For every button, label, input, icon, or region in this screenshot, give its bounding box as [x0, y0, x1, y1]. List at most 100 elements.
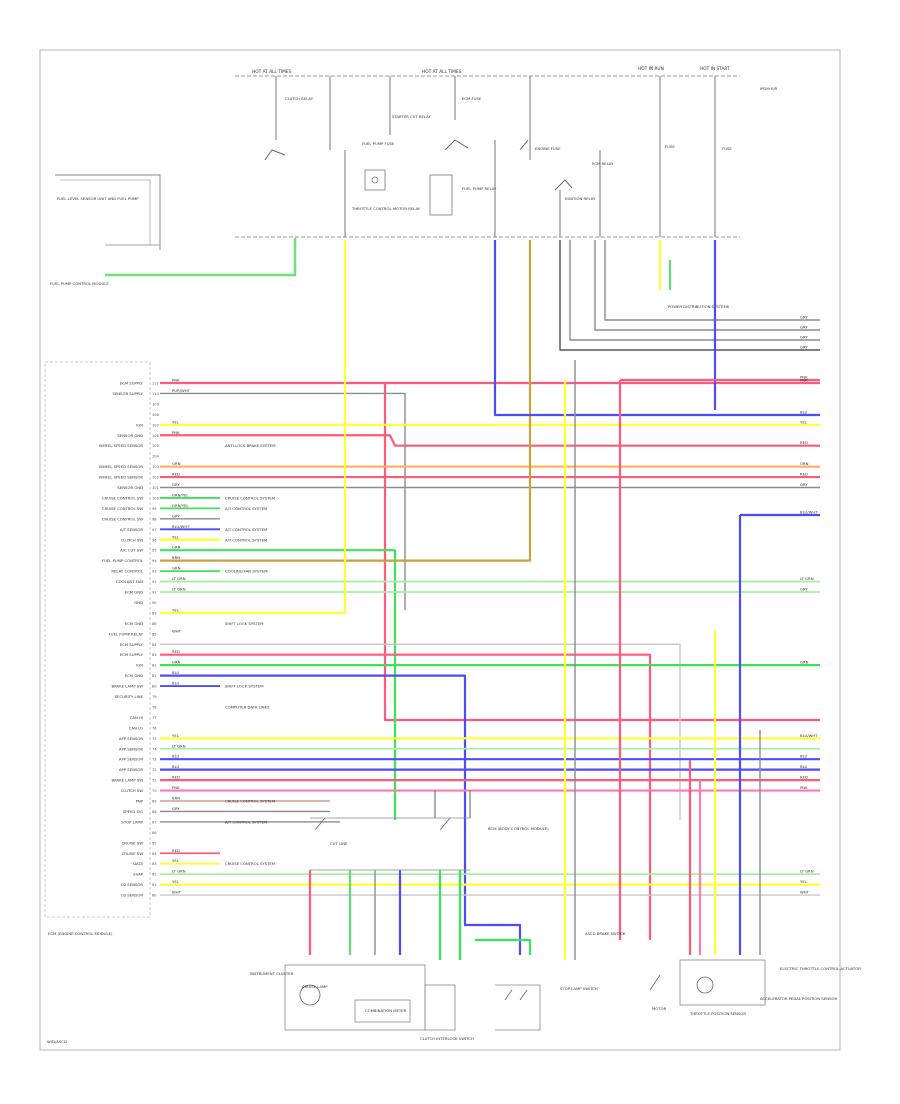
ecm-pin-label: WHEEL SPEED SENSOR	[99, 464, 143, 469]
ecm-pin-label: O2 SENSOR	[121, 893, 144, 898]
ecm-pin-number: 104	[152, 455, 160, 459]
wire-color-label-right: LT GRN	[800, 869, 814, 874]
fuel-sensor-label: FUEL LEVEL SENSOR UNIT AND FUEL PUMP	[57, 196, 139, 201]
instrument-cluster-label: INSTRUMENT CLUSTER	[250, 971, 294, 976]
ecm-pin-label: BRAKE LAMP SW	[111, 684, 143, 689]
wire-fuel-pump-green	[105, 238, 297, 277]
tps-label: THROTTLE POSITION SENSOR	[689, 1011, 746, 1016]
wire-gray-top-4	[604, 240, 820, 321]
fuel-relay-label: FUEL PUMP RELAY	[462, 186, 497, 191]
ecm-pin: 109	[152, 402, 160, 406]
wire-color-label: RED	[172, 775, 180, 780]
ecm-pin-number: 92	[152, 580, 157, 584]
ecm-pin-label: APP SENSOR	[119, 767, 143, 772]
wire-color-label: BRN	[172, 555, 180, 560]
wire-red-1	[160, 381, 820, 722]
stop-switch-label: STOP LAMP SWITCH	[560, 986, 598, 991]
ecm-pin-number: 95	[152, 549, 157, 553]
fuse-d-label: FUSE	[665, 144, 675, 149]
wire-color-label-right: RED	[800, 440, 808, 445]
system-note: A/T CONTROL SYSTEM	[225, 506, 267, 511]
wire-color-label-right: GRY	[800, 315, 808, 320]
ecm-pin-number: 66	[152, 831, 157, 835]
bus2-label: HOT AT ALL TIMES	[422, 69, 462, 75]
ecm-pin-number: 93	[152, 570, 157, 574]
ecm-pin-number: 99	[152, 507, 157, 511]
ecm-pin-label: ECM GND	[125, 590, 143, 595]
wire-blue-top	[493, 240, 820, 417]
ecm-pin-number: 70	[152, 789, 157, 793]
clutch-relay-label: CLUTCH RELAY	[285, 96, 314, 101]
wire-color-label-right: YEL	[800, 419, 808, 424]
wire-color-label-right: RED	[800, 472, 808, 477]
ecm-pin-number: 97	[152, 528, 157, 532]
ecm-pin-number: 80	[152, 685, 157, 689]
ecm-pin-number: 79	[152, 695, 157, 699]
wire-color-label: YEL	[172, 879, 180, 884]
wire-yellow-3	[160, 240, 347, 615]
ecm-pin-label: ECM SUPPLY	[120, 642, 144, 647]
ecm-pin-label: SENSOR SUPPLY	[112, 391, 143, 396]
ecm-pin: 108	[152, 413, 160, 417]
system-note: CRUISE CONTROL SYSTEM	[225, 799, 275, 804]
wire-color-label-right: PNK	[800, 378, 808, 383]
wire-color-label-right: BLU/WHT	[800, 510, 818, 515]
ecm-pin-number: 111	[152, 382, 159, 386]
ecm-pin-number: 83	[152, 653, 157, 657]
ecm-pin-label: RELAY CONTROL	[111, 569, 143, 574]
ecm-pin-number: 105	[152, 444, 159, 448]
wire-color-label-right: ORN	[800, 461, 809, 466]
ecm-pin-number: 82	[152, 664, 157, 668]
ecm-pin-label: ECM GND	[125, 621, 143, 626]
wire-gray-4	[160, 643, 681, 820]
wire-color-label: GRY	[172, 513, 180, 518]
relay-box-1	[364, 169, 386, 191]
ipdm-right-label: IPDM E/R	[760, 86, 777, 91]
ecm-pin: 66	[152, 831, 157, 835]
ecm-pin-number: 64	[152, 852, 157, 856]
apps-label: ACCELERATOR PEDAL POSITION SENSOR	[760, 996, 837, 1001]
wire-color-label: LT GRN	[172, 743, 186, 748]
ecm-pin-number: 72	[152, 768, 157, 772]
ecm-pin-label: IGN	[136, 663, 143, 668]
wire-color-label: PUR/WHT	[172, 388, 191, 393]
ecm-pin-label: STOP LAMP	[121, 819, 143, 824]
ecm-pin-label: IGN	[136, 422, 143, 427]
throttle-actuator-label: ELECTRIC THROTTLE CONTROL ACTUATOR	[780, 966, 861, 971]
wire-color-label-right: PNK	[800, 785, 808, 790]
combo-meter-label: COMBINATION METER	[365, 1008, 407, 1013]
wire-color-label-right: GRN	[800, 660, 809, 665]
ecm-pin-number: 74	[152, 747, 157, 751]
ign-relay-label: IGNITION RELAY	[565, 196, 596, 201]
wire-color-label: LT GRN	[172, 869, 186, 874]
wire-color-label: BLU	[172, 764, 180, 769]
ecm-pin-label: PNP	[136, 799, 144, 804]
fuse-c-label: ENGINE FUSE	[535, 146, 561, 151]
wire-green-3	[160, 549, 397, 820]
ecm-pin-label: EVAP	[133, 872, 143, 877]
ecm-pin-label: FUEL PUMP RELAY	[109, 631, 144, 636]
ecm-pin-number: 91	[152, 591, 157, 595]
fuse-b-label: ECM FUSE	[462, 96, 482, 101]
wire-group: PNKPUR/WHTYELPNKORNREDGRYGRN/YELGRN/YELG…	[160, 240, 820, 960]
ecm-pin-label: A/C CUT SW	[120, 548, 143, 553]
wire-color-label-right: BLU	[800, 410, 808, 415]
wire-color-label-right: GRY	[800, 482, 808, 487]
bus3-label: HOT IN RUN	[638, 66, 664, 72]
